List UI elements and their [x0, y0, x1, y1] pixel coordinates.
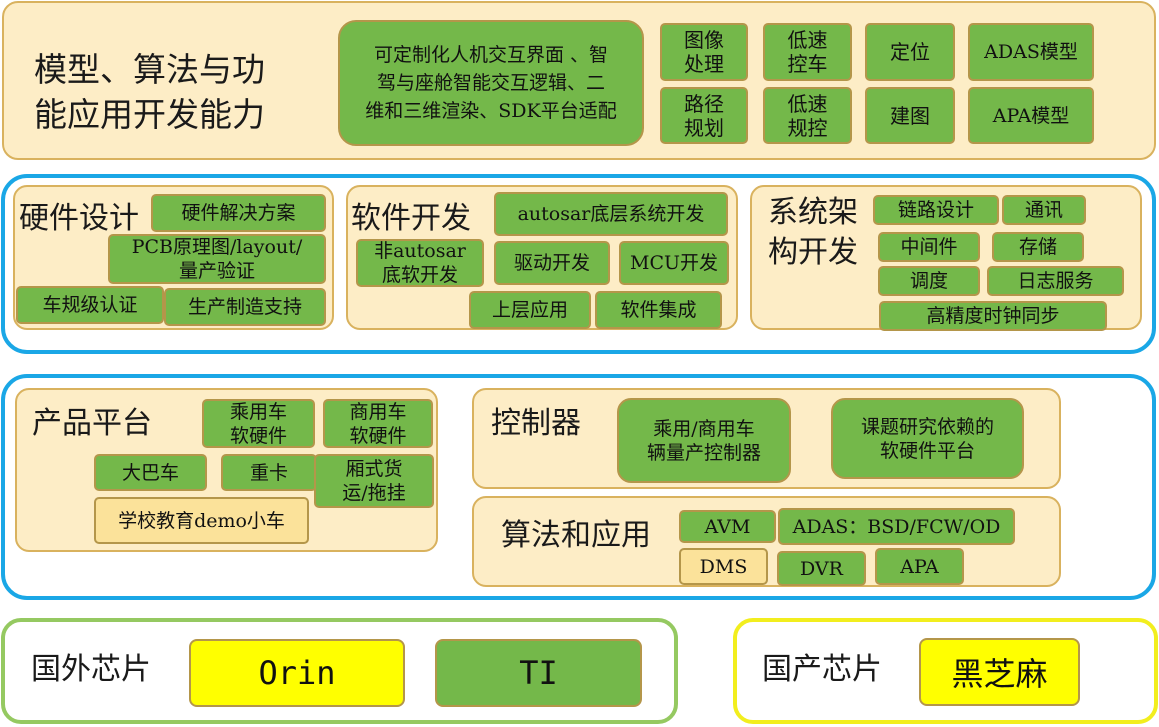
non-autosar-box: 非autosar 底软开发 — [356, 239, 484, 287]
software-title: 软件开发 — [351, 201, 471, 236]
avm-box: AVM — [679, 510, 776, 543]
upper-app-box: 上层应用 — [469, 291, 591, 329]
hmi-box: 可定制化人机交互界面 、智 驾与座舱智能交互逻辑、二 维和三维渲染、SDK平台适… — [338, 20, 644, 146]
software-panel: 软件开发 autosar底层系统开发 非autosar 底软开发 驱动开发 MC… — [346, 185, 738, 330]
capability-panel: 模型、算法与功 能应用开发能力 可定制化人机交互界面 、智 驾与座舱智能交互逻辑… — [2, 1, 1156, 160]
foreign-chips-frame: 国外芯片 Orin TI — [1, 618, 678, 724]
algo-panel: 算法和应用 AVM ADAS：BSD/FCW/OD DMS DVR APA — [472, 496, 1061, 587]
link-design-box: 链路设计 — [873, 195, 999, 225]
commercial-car-box: 商用车 软硬件 — [323, 399, 433, 448]
localization-box: 定位 — [865, 23, 955, 81]
hardware-title: 硬件设计 — [19, 201, 139, 236]
adas-bsd-box: ADAS：BSD/FCW/OD — [778, 508, 1015, 545]
autosar-base-box: autosar底层系统开发 — [494, 192, 728, 236]
research-platform-box: 课题研究依赖的 软硬件平台 — [831, 398, 1024, 479]
auto-grade-cert-box: 车规级认证 — [16, 286, 164, 324]
communication-box: 通讯 — [1002, 195, 1086, 225]
bus-box: 大巴车 — [94, 454, 207, 491]
van-trailer-box: 厢式货 运/拖挂 — [314, 454, 434, 508]
heizhima-chip-box: 黑芝麻 — [919, 638, 1080, 706]
adas-model-box: ADAS模型 — [968, 23, 1094, 81]
software-integration-box: 软件集成 — [595, 291, 722, 329]
time-sync-box: 高精度时钟同步 — [879, 301, 1107, 331]
foreign-chips-title: 国外芯片 — [31, 652, 151, 687]
controller-panel: 控制器 乘用/商用车 辆量产控制器 课题研究依赖的 软硬件平台 — [472, 388, 1061, 489]
hardware-solution-box: 硬件解决方案 — [151, 194, 326, 232]
ti-chip-box: TI — [435, 639, 642, 707]
driver-dev-box: 驱动开发 — [494, 241, 610, 285]
image-processing-box: 图像 处理 — [660, 23, 748, 81]
storage-box: 存储 — [992, 232, 1084, 262]
domestic-chips-title: 国产芯片 — [762, 652, 882, 687]
mapping-box: 建图 — [865, 87, 955, 144]
product-platform-title: 产品平台 — [32, 406, 152, 441]
manufacturing-support-box: 生产制造支持 — [164, 288, 326, 326]
low-speed-control-box: 低速 控车 — [763, 23, 852, 81]
passenger-car-box: 乘用车 软硬件 — [202, 399, 315, 448]
middleware-box: 中间件 — [878, 232, 980, 262]
domestic-chips-frame: 国产芯片 黑芝麻 — [733, 618, 1158, 724]
logging-service-box: 日志服务 — [987, 266, 1124, 296]
controller-title: 控制器 — [491, 406, 581, 441]
apa-model-box: APA模型 — [968, 87, 1094, 144]
scheduling-box: 调度 — [878, 266, 980, 296]
algo-title: 算法和应用 — [501, 518, 651, 553]
school-demo-box: 学校教育demo小车 — [94, 497, 309, 544]
heavy-truck-box: 重卡 — [221, 454, 317, 491]
low-speed-planning-box: 低速 规控 — [763, 87, 852, 144]
architecture-title: 系统架 构开发 — [768, 195, 858, 270]
dvr-box: DVR — [777, 551, 866, 586]
path-planning-box: 路径 规划 — [660, 87, 748, 144]
hardware-panel: 硬件设计 硬件解决方案 PCB原理图/layout/ 量产验证 车规级认证 生产… — [13, 185, 334, 330]
dms-box: DMS — [679, 548, 768, 585]
architecture-panel: 系统架 构开发 链路设计 通讯 中间件 存储 调度 日志服务 高精度时钟同步 — [750, 185, 1142, 331]
mass-production-controller-box: 乘用/商用车 辆量产控制器 — [617, 398, 791, 483]
product-platform-panel: 产品平台 乘用车 软硬件 商用车 软硬件 大巴车 重卡 厢式货 运/拖挂 学校教… — [15, 388, 438, 552]
apa-box: APA — [875, 548, 964, 585]
orin-chip-box: Orin — [189, 639, 405, 707]
pcb-layout-box: PCB原理图/layout/ 量产验证 — [108, 234, 326, 284]
mcu-dev-box: MCU开发 — [619, 241, 729, 285]
capability-title: 模型、算法与功 能应用开发能力 — [34, 50, 265, 134]
